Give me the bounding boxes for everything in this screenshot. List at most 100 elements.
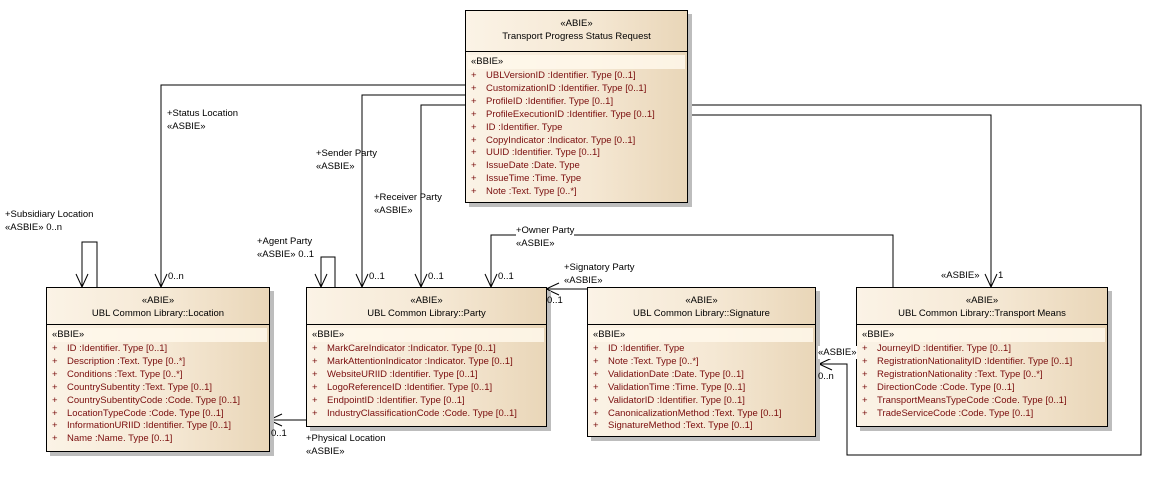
- attribute-row[interactable]: +LocationTypeCode :Code. Type [0..1]: [49, 408, 267, 421]
- attribute-text: UBLVersionID :Identifier. Type [0..1]: [486, 70, 636, 81]
- class-transport-progress-status-request[interactable]: «ABIE» Transport Progress Status Request…: [465, 10, 688, 203]
- attribute-row[interactable]: +CustomizationID :Identifier. Type [0..1…: [468, 83, 685, 96]
- attribute-row[interactable]: +IssueDate :Date. Type: [468, 160, 685, 173]
- attribute-text: SignatureMethod :Text. Type [0..1]: [608, 420, 753, 432]
- attribute-row[interactable]: + UUID :Identifier. Type [0..1]: [468, 147, 685, 160]
- attribute-row[interactable]: +ValidationTime :Time. Type [0..1]: [590, 382, 813, 395]
- attribute-list: +UBLVersionID :Identifier. Type [0..1]+C…: [468, 70, 685, 199]
- attribute-text: RegistrationNationality :Text. Type [0..…: [877, 368, 1043, 380]
- visibility-public-icon: +: [471, 186, 477, 198]
- attribute-row[interactable]: +WebsiteURIID :Identifier. Type [0..1]: [309, 369, 544, 382]
- visibility-public-icon: +: [312, 368, 318, 380]
- attribute-row[interactable]: + MarkAttentionIndicator :Indicator. Type…: [309, 356, 544, 369]
- section-stereotype: «BBIE»: [859, 328, 1105, 342]
- attribute-row[interactable]: +InformationURIID :Identifier. Type [0..…: [49, 420, 267, 433]
- visibility-public-icon: +: [471, 82, 477, 94]
- label-signatory-party-stereotype: «ASBIE»: [564, 275, 603, 286]
- connector-transport-means: [686, 114, 992, 287]
- attribute-row[interactable]: +EndpointID :Identifier. Type [0..1]: [309, 395, 544, 408]
- visibility-public-icon: +: [312, 343, 318, 354]
- attribute-text: TradeServiceCode :Code. Type [0..1]: [877, 407, 1034, 419]
- attribute-row[interactable]: +RegistrationNationalityID :Identifier. …: [859, 356, 1105, 369]
- attribute-row[interactable]: +IndustryClassificationCode :Code. Type …: [309, 408, 544, 421]
- label-owner-party-role: +Owner Party: [516, 224, 575, 237]
- attribute-row[interactable]: +ValidationDate :Date. Type [0..1]: [590, 369, 813, 382]
- attribute-row[interactable]: + TradeServiceCode :Code. Type [0..1]: [859, 408, 1105, 421]
- class-name: Transport Progress Status Request: [502, 31, 651, 42]
- attribute-row[interactable]: +JourneyID :Identifier. Type [0..1]: [859, 343, 1105, 356]
- attribute-row[interactable]: +RegistrationNationality :Text. Type [0.…: [859, 369, 1105, 382]
- class-signature[interactable]: «ABIE» UBL Common Library::Signature «BB…: [587, 287, 816, 437]
- attribute-text: JourneyID :Identifier. Type [0..1]: [877, 343, 1011, 354]
- attribute-row[interactable]: +DirectionCode :Code. Type [0..1]: [859, 382, 1105, 395]
- label-receiver-party-multiplicity: 0..1: [428, 271, 444, 282]
- connector-owner-party: [490, 234, 894, 287]
- arrowhead-signature-loop: [817, 357, 833, 371]
- attribute-row[interactable]: +SignatureMethod :Text. Type [0..1]: [590, 420, 813, 433]
- attribute-row[interactable]: +CanonicalizationMethod :Text. Type [0..…: [590, 408, 813, 421]
- attribute-text: ValidatorID :Identifier. Type [0..1]: [608, 394, 745, 406]
- class-location[interactable]: «ABIE» UBL Common Library::Location «BBI…: [46, 287, 270, 452]
- attribute-row[interactable]: +Name :Name. Type [0..1]: [49, 433, 267, 446]
- attribute-row[interactable]: +CopyIndicator :Indicator. Type [0..1]: [468, 135, 685, 148]
- label-owner-party-stereotype: «ASBIE»: [516, 238, 555, 249]
- visibility-public-icon: +: [312, 381, 318, 393]
- attribute-text: ID :Identifier. Type: [608, 343, 685, 354]
- connector-sender-party: [361, 94, 466, 287]
- attribute-row[interactable]: + LogoReferenceID :Identifier. Type [0..1…: [309, 382, 544, 395]
- label-subsidiary-location-role: +Subsidiary Location: [5, 209, 94, 220]
- attribute-text: Description :Text. Type [0..*]: [67, 355, 186, 367]
- class-stereotype: «ABIE»: [141, 295, 175, 306]
- label-signature-loop-stereotype: «ASBIE»: [818, 346, 857, 359]
- attribute-row[interactable]: +IssueTime :Time. Type: [468, 173, 685, 186]
- label-status-location-stereotype: «ASBIE»: [167, 121, 206, 132]
- class-transport-means[interactable]: «ABIE» UBL Common Library::Transport Mea…: [856, 287, 1108, 427]
- label-signatory-party-multiplicity: 0..1: [547, 295, 563, 306]
- attribute-text: CopyIndicator :Indicator. Type [0..1]: [486, 134, 636, 146]
- attribute-row[interactable]: +UBLVersionID :Identifier. Type [0..1]: [468, 70, 685, 83]
- visibility-public-icon: +: [52, 433, 58, 445]
- attribute-row[interactable]: +ID :Identifier. Type [0..1]: [49, 343, 267, 356]
- attribute-text: CountrySubentityCode :Code. Type [0..1]: [67, 394, 241, 406]
- class-party[interactable]: «ABIE» UBL Common Library::Party «BBIE» …: [306, 287, 547, 427]
- section-stereotype: «BBIE»: [309, 328, 544, 342]
- attribute-row[interactable]: + ID :Identifier. Type: [590, 343, 813, 356]
- attribute-text: IssueDate :Date. Type: [486, 160, 580, 172]
- label-status-location-role: +Status Location: [167, 108, 239, 119]
- attribute-row[interactable]: +Note :Text. Type [0..*]: [590, 356, 813, 369]
- class-name: UBL Common Library::Party: [367, 308, 486, 319]
- attribute-row[interactable]: +CountrySubentity :Text. Type [0..1]: [49, 382, 267, 395]
- attribute-row[interactable]: +Note :Text. Type [0..*]: [468, 186, 685, 199]
- visibility-public-icon: +: [593, 343, 599, 354]
- connector-subsidiary-location: [81, 241, 98, 287]
- attribute-row[interactable]: + MarkCareIndicator :Indicator. Type [0..…: [309, 343, 544, 356]
- visibility-public-icon: +: [471, 147, 477, 159]
- attribute-row[interactable]: +ValidatorID :Identifier. Type [0..1]: [590, 395, 813, 408]
- attribute-row[interactable]: +TransportMeansTypeCode :Code. Type [0..…: [859, 395, 1105, 408]
- attribute-row[interactable]: +CountrySubentityCode :Code. Type [0..1]: [49, 395, 267, 408]
- section-stereotype: «BBIE»: [468, 55, 685, 69]
- visibility-public-icon: +: [862, 407, 868, 419]
- visibility-public-icon: +: [312, 407, 318, 419]
- label-sender-party-role: +Sender Party: [316, 148, 377, 159]
- attribute-text: LocationTypeCode :Code. Type [0..1]: [67, 407, 224, 419]
- attribute-text: MarkCareIndicator :Indicator. Type [0..1…: [327, 343, 496, 354]
- attribute-text: TransportMeansTypeCode :Code. Type [0..1…: [877, 394, 1067, 406]
- label-signatory-party-role: +Signatory Party: [564, 262, 635, 273]
- attribute-text: UUID :Identifier. Type [0..1]: [486, 147, 600, 159]
- attribute-row[interactable]: +Conditions :Text. Type [0..*]: [49, 369, 267, 382]
- attribute-row[interactable]: +ProfileID :Identifier. Type [0..1]: [468, 96, 685, 109]
- attribute-row[interactable]: +ID :Identifier. Type: [468, 122, 685, 135]
- attribute-text: MarkAttentionIndicator :Indicator. Type …: [327, 355, 513, 367]
- attribute-text: RegistrationNationalityID :Identifier. T…: [877, 355, 1073, 367]
- attribute-text: LogoReferenceID :Identifier. Type [0..1]: [327, 381, 493, 393]
- visibility-public-icon: +: [312, 355, 318, 367]
- label-signature-loop-multiplicity: 0..n: [818, 371, 834, 382]
- attribute-row[interactable]: +Description :Text. Type [0..*]: [49, 356, 267, 369]
- section-stereotype: «BBIE»: [49, 328, 267, 342]
- label-physical-location-multiplicity: 0..1: [271, 428, 287, 439]
- attribute-row[interactable]: +ProfileExecutionID :Identifier. Type [0…: [468, 109, 685, 122]
- label-receiver-party-stereotype: «ASBIE»: [374, 205, 413, 216]
- label-sender-party-multiplicity: 0..1: [369, 271, 385, 282]
